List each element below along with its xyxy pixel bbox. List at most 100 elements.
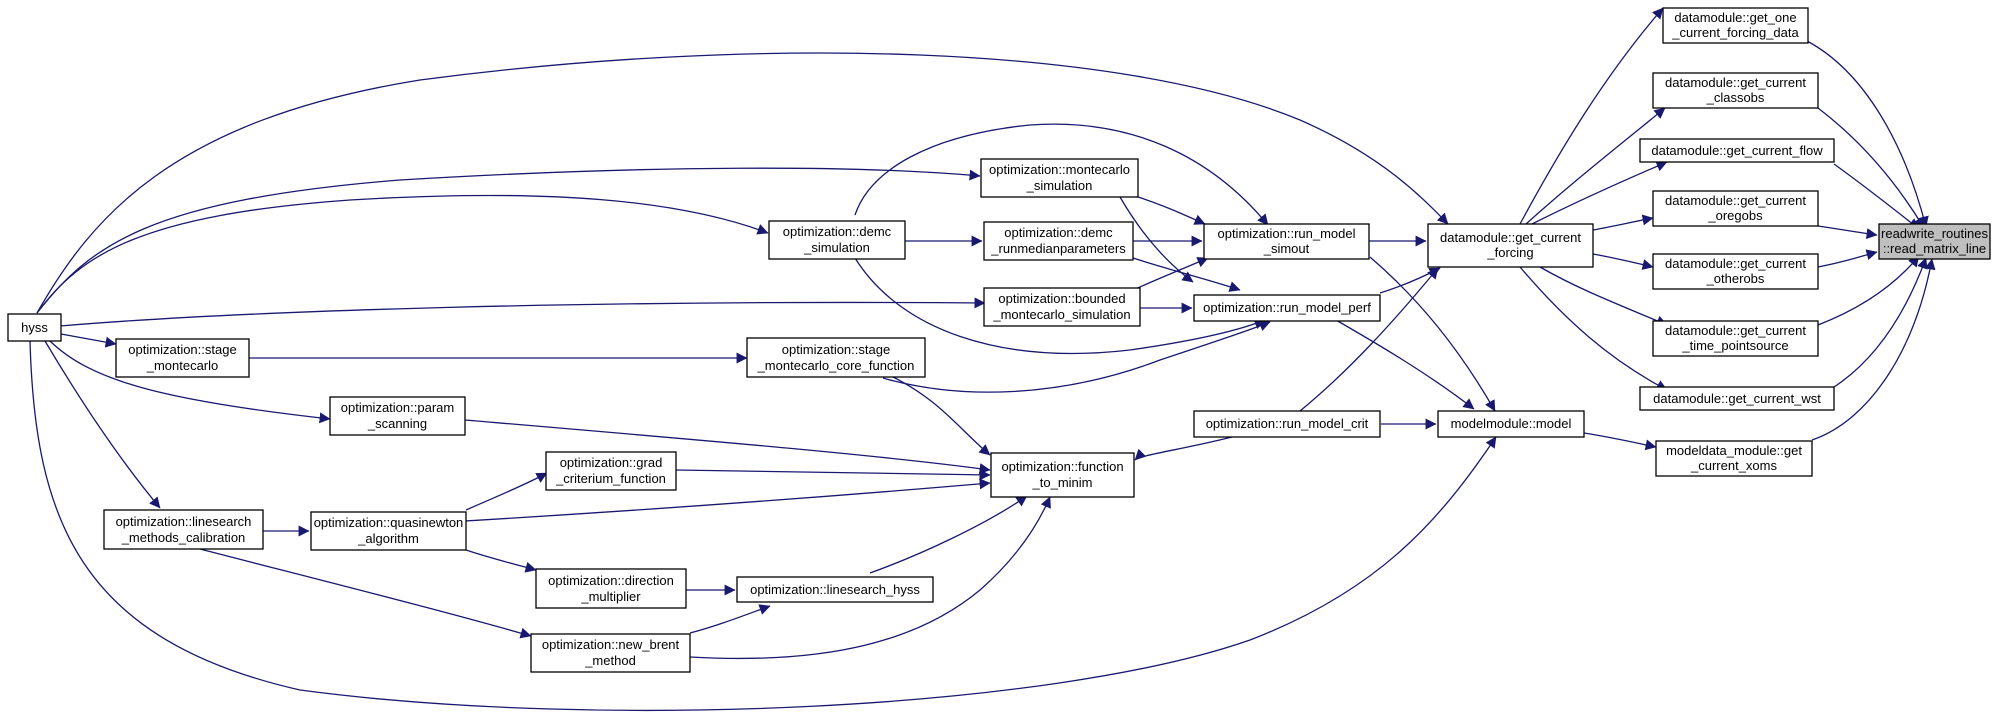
node-gofd-label-1: datamodule::get_one — [1674, 10, 1796, 25]
node-qa-label-2: _algorithm — [357, 531, 419, 546]
node-gcfl-label-1: datamodule::get_current_flow — [1651, 143, 1823, 158]
edge-gcr-ftm — [675, 469, 991, 481]
node-mdx-label-1: modeldata_module::get — [1666, 443, 1802, 458]
node-function-to-minim[interactable]: optimization::function _to_minim — [990, 452, 1135, 498]
edge-rmc-ftm — [1134, 436, 1233, 461]
edge-ds-rmp — [854, 257, 1266, 355]
node-get-current-flow[interactable]: datamodule::get_current_flow — [1639, 138, 1835, 163]
edge-gcf-gofd — [1519, 7, 1664, 225]
edge-nbm-ftm — [689, 496, 1051, 660]
node-bms-label-1: optimization::bounded — [998, 291, 1125, 306]
edge-lmc-nbm — [199, 548, 532, 639]
edge-mm-mdx — [1583, 432, 1657, 451]
edge-hyss-ps — [49, 340, 331, 424]
node-linesearch-methods-calibration[interactable]: optimization::linesearch _methods_calibr… — [103, 509, 264, 550]
node-get-one-current-forcing-data[interactable]: datamodule::get_one _current_forcing_dat… — [1662, 7, 1809, 44]
node-demc-simulation[interactable]: optimization::demc _simulation — [768, 220, 906, 260]
node-model[interactable]: modelmodule::model — [1437, 410, 1585, 438]
node-grad-criterium-function[interactable]: optimization::grad _criterium_function — [545, 451, 677, 491]
node-get-current-classobs[interactable]: datamodule::get_current _classobs — [1652, 72, 1819, 109]
node-mdx-label-2: _current_xoms — [1690, 458, 1777, 473]
edge-lh-ftm — [869, 495, 1028, 574]
edge-rmc-gcf — [1299, 267, 1439, 412]
edge-qa-ftm — [447, 478, 991, 523]
node-param-scanning[interactable]: optimization::param _scanning — [329, 396, 466, 436]
node-ftm-label-2: _to_minim — [1032, 475, 1093, 490]
node-qa-label-1: optimization::quasinewton — [314, 515, 464, 530]
node-dm-label-2: _multiplier — [580, 589, 641, 604]
node-get-current-otherobs[interactable]: datamodule::get_current _otherobs — [1652, 253, 1819, 290]
edge-bms-rms — [1132, 257, 1209, 291]
edge-rms-mm — [1369, 256, 1496, 412]
edge-rmp-mm — [1314, 307, 1475, 410]
edge-gcf-gcc — [1525, 107, 1666, 225]
node-new-brent-method[interactable]: optimization::new_brent _method — [530, 633, 691, 673]
node-linesearch-hyss[interactable]: optimization::linesearch_hyss — [736, 576, 934, 603]
node-dm-label-1: optimization::direction — [548, 573, 674, 588]
node-drm-label-2: _runmedianparameters — [990, 241, 1126, 256]
node-get-current-time-pointsource[interactable]: datamodule::get_current _time_pointsourc… — [1652, 320, 1819, 357]
node-get-current-forcing[interactable]: datamodule::get_current _forcing — [1427, 223, 1594, 268]
node-gcr-label-2: _criterium_function — [555, 471, 666, 486]
node-gcc-label-1: datamodule::get_current — [1665, 75, 1806, 90]
node-demc-runmedianparameters[interactable]: optimization::demc _runmedianparameters — [983, 221, 1134, 261]
node-sm-label-2: _montecarlo — [146, 358, 219, 373]
edge-smcf-rmp — [882, 320, 1271, 393]
edge-gcf-gcfl — [1531, 161, 1668, 225]
node-bounded-montecarlo-simulation[interactable]: optimization::bounded _montecarlo_simula… — [983, 287, 1141, 327]
edge-qa-gcr — [465, 472, 548, 511]
node-gcf-label-1: datamodule::get_current — [1440, 230, 1581, 245]
node-read-matrix-line-label-1: readwrite_routines — [1881, 226, 1988, 241]
node-run-model-crit[interactable]: optimization::run_model_crit — [1193, 410, 1381, 438]
edge-ps-ftm — [464, 419, 991, 475]
node-ds-label-2: _simulation — [803, 240, 870, 255]
node-read-matrix-line[interactable]: readwrite_routines ::read_matrix_line — [1878, 223, 1991, 260]
node-mcs-label-1: optimization::montecarlo — [989, 162, 1130, 177]
edge-rmp-gcf — [1379, 267, 1441, 294]
node-run-model-simout[interactable]: optimization::run_model _simout — [1203, 223, 1370, 260]
node-ps-label-2: _scanning — [367, 416, 427, 431]
node-gctp-label-2: _time_pointsource — [1681, 338, 1788, 353]
edge-hyss-mm — [29, 340, 1497, 712]
node-mm-label-1: modelmodule::model — [1451, 416, 1572, 431]
edge-gcfl-rw — [1833, 163, 1920, 230]
node-gcc-label-2: _classobs — [1706, 90, 1765, 105]
node-gcw-label-1: datamodule::get_current_wst — [1653, 391, 1821, 406]
node-montecarlo-simulation[interactable]: optimization::montecarlo _simulation — [980, 158, 1139, 198]
node-gcot-label-1: datamodule::get_current — [1665, 256, 1806, 271]
edge-gcc-rw — [1817, 107, 1925, 229]
node-gctp-label-1: datamodule::get_current — [1665, 323, 1806, 338]
node-nbm-label-2: _method — [584, 653, 636, 668]
node-lmc-label-1: optimization::linesearch — [116, 514, 252, 529]
edge-mdx-rw — [1811, 258, 1936, 441]
edge-gco-rw — [1817, 225, 1878, 240]
edge-hyss-mcs — [36, 167, 981, 314]
node-quasinewton-algorithm[interactable]: optimization::quasinewton _algorithm — [310, 511, 467, 551]
node-gco-label-1: datamodule::get_current — [1665, 193, 1806, 208]
edge-gcf-gctp — [1539, 266, 1668, 326]
edge-nbm-lh — [689, 604, 771, 634]
node-smcf-label-1: optimization::stage — [782, 342, 890, 357]
node-lh-label-1: optimization::linesearch_hyss — [750, 582, 920, 597]
edge-gofd-rw — [1806, 40, 1929, 228]
node-gcf-label-2: _forcing — [1486, 245, 1533, 260]
node-direction-multiplier[interactable]: optimization::direction _multiplier — [535, 568, 687, 609]
edge-ds-rms — [854, 123, 1269, 226]
node-run-model-perf[interactable]: optimization::run_model_perf — [1193, 294, 1381, 322]
node-lmc-label-2: _methods_calibration — [121, 530, 246, 545]
node-mcs-label-2: _simulation — [1026, 178, 1093, 193]
node-hyss-label-1: hyss — [21, 320, 48, 335]
node-bms-label-2: _montecarlo_simulation — [992, 307, 1130, 322]
edge-drm-rmp — [1132, 257, 1241, 292]
edge-hyss-lmc — [44, 340, 161, 509]
node-ftm-label-1: optimization::function — [1001, 459, 1123, 474]
node-get-current-xoms[interactable]: modeldata_module::get _current_xoms — [1655, 440, 1813, 477]
node-get-current-wst[interactable]: datamodule::get_current_wst — [1639, 386, 1835, 411]
node-rms-label-1: optimization::run_model — [1217, 226, 1355, 241]
node-hyss[interactable]: hyss — [7, 313, 62, 342]
edges-layer — [29, 7, 1936, 712]
node-stage-montecarlo-core-function[interactable]: optimization::stage _montecarlo_core_fun… — [746, 337, 926, 378]
node-get-current-oregobs[interactable]: datamodule::get_current _oregobs — [1652, 190, 1819, 227]
node-stage-montecarlo[interactable]: optimization::stage _montecarlo — [115, 338, 250, 378]
node-gcr-label-1: optimization::grad — [560, 455, 663, 470]
